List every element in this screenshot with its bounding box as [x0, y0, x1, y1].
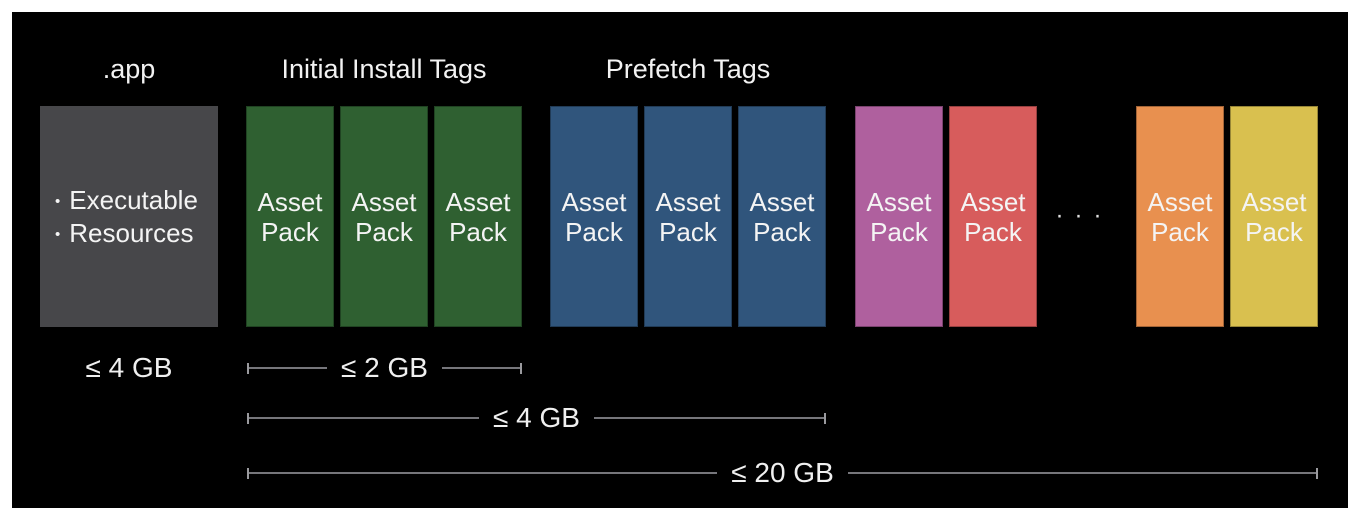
app-bundle-item-executable: • Executable	[55, 184, 218, 217]
asset-pack-label-line1: Asset	[351, 186, 417, 217]
asset-pack-label-line1: Asset	[1147, 186, 1213, 217]
bracket-left-tick	[247, 412, 249, 424]
size-bracket-2gb-label: ≤ 2 GB	[341, 352, 428, 383]
slide-panel: .app Initial Install Tags Prefetch Tags …	[12, 12, 1348, 508]
asset-pack-initial-install-1: Asset Pack	[246, 106, 334, 327]
bracket-line	[847, 472, 1316, 474]
app-bundle-item-label: Resources	[69, 217, 194, 248]
asset-pack-ondemand-2: Asset Pack	[949, 106, 1037, 327]
bracket-line	[249, 472, 718, 474]
asset-pack-label-line2: Pack	[565, 216, 623, 247]
size-bracket-2gb: ≤ 2 GB	[247, 350, 523, 386]
asset-pack-label-line2: Pack	[753, 216, 811, 247]
asset-pack-ondemand-3: Asset Pack	[1136, 106, 1224, 327]
bracket-right-tick	[520, 362, 523, 374]
app-bundle-box: • Executable • Resources	[40, 106, 218, 327]
asset-pack-label-line1: Asset	[749, 186, 815, 217]
app-size-label: ≤ 4 GB	[85, 352, 173, 383]
asset-pack-label-line1: Asset	[561, 186, 627, 217]
header-initial-install-tags: Initial Install Tags	[281, 54, 487, 84]
asset-pack-label-line2: Pack	[1151, 216, 1209, 247]
asset-pack-label-line2: Pack	[659, 216, 717, 247]
asset-pack-ondemand-4: Asset Pack	[1230, 106, 1318, 327]
asset-pack-initial-install-3: Asset Pack	[434, 106, 522, 327]
asset-pack-initial-install-2: Asset Pack	[340, 106, 428, 327]
bracket-right-tick	[1316, 467, 1318, 479]
header-app-label: .app	[102, 54, 156, 84]
bracket-line	[441, 367, 521, 369]
size-bracket-4gb-label: ≤ 4 GB	[493, 402, 580, 433]
bullet-icon: •	[55, 225, 61, 243]
header-prefetch-tags: Prefetch Tags	[605, 54, 771, 84]
asset-pack-ondemand-1: Asset Pack	[855, 106, 943, 327]
bracket-right-tick	[824, 412, 827, 424]
bracket-line	[249, 367, 328, 369]
asset-pack-label-line1: Asset	[1241, 186, 1307, 217]
bracket-left-tick	[247, 467, 249, 479]
asset-pack-label-line1: Asset	[960, 186, 1026, 217]
asset-pack-label-line1: Asset	[257, 186, 323, 217]
asset-pack-label-line2: Pack	[355, 216, 413, 247]
size-bracket-20gb: ≤ 20 GB	[247, 455, 1318, 491]
bracket-line	[249, 417, 480, 419]
asset-pack-prefetch-2: Asset Pack	[644, 106, 732, 327]
asset-pack-label-line2: Pack	[1245, 216, 1303, 247]
app-bundle-item-resources: • Resources	[55, 217, 218, 250]
asset-pack-label-line1: Asset	[655, 186, 721, 217]
app-bundle-item-label: Executable	[69, 184, 198, 215]
size-bracket-4gb: ≤ 4 GB	[247, 400, 827, 436]
asset-pack-label-line1: Asset	[445, 186, 511, 217]
asset-pack-prefetch-1: Asset Pack	[550, 106, 638, 327]
more-packs-ellipsis: ···	[1055, 202, 1113, 229]
asset-pack-prefetch-3: Asset Pack	[738, 106, 826, 327]
bracket-left-tick	[247, 362, 249, 374]
bullet-icon: •	[55, 192, 61, 210]
asset-pack-label-line2: Pack	[964, 216, 1022, 247]
asset-pack-label-line2: Pack	[261, 216, 319, 247]
bracket-line	[593, 417, 825, 419]
asset-pack-label-line2: Pack	[870, 216, 928, 247]
asset-pack-label-line2: Pack	[449, 216, 507, 247]
asset-pack-label-line1: Asset	[866, 186, 932, 217]
size-bracket-20gb-label: ≤ 20 GB	[731, 457, 834, 488]
